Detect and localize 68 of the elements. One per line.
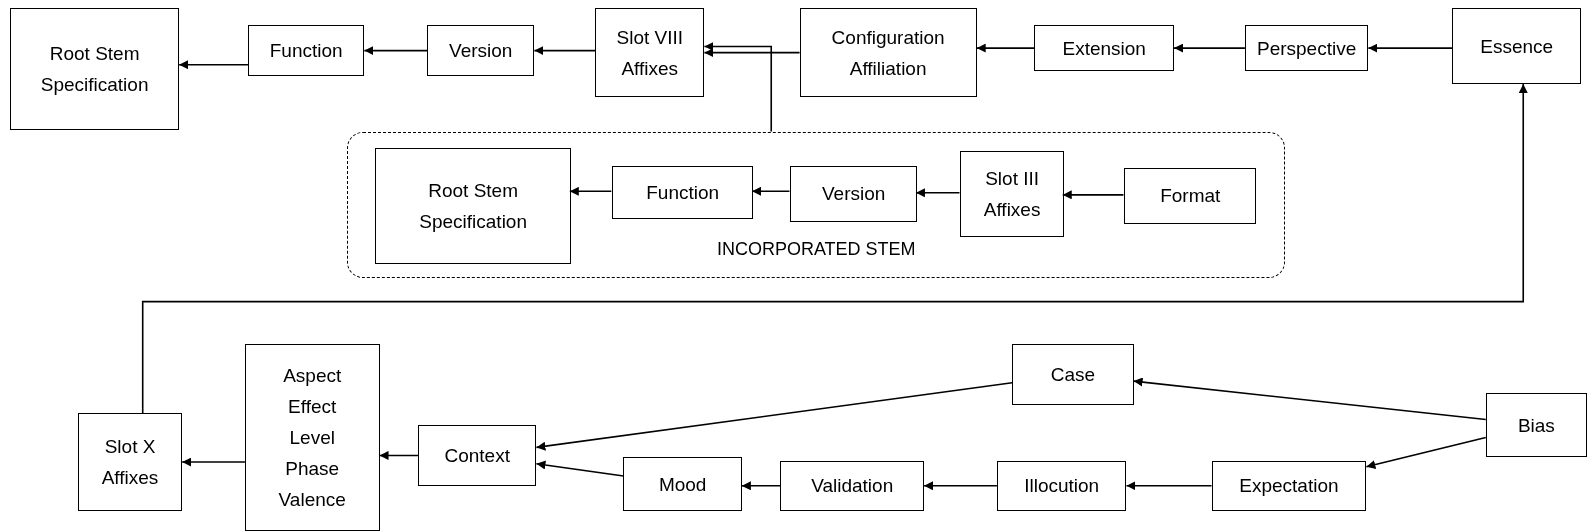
arrow xyxy=(569,186,613,196)
box-label: Context xyxy=(444,443,510,468)
box-label: Validation xyxy=(811,474,894,499)
arrow xyxy=(1365,436,1487,470)
box-label: Function xyxy=(269,39,343,64)
box-label: Extension xyxy=(1062,36,1146,61)
arrow xyxy=(923,481,998,491)
process-box xyxy=(960,150,1064,237)
arrow xyxy=(741,481,782,491)
process-box xyxy=(1485,392,1587,458)
box-label: Root Stem Specification xyxy=(40,41,149,97)
arrow xyxy=(363,46,428,56)
process-box xyxy=(780,460,925,512)
process-box xyxy=(1124,168,1256,224)
process-box xyxy=(1244,25,1369,71)
arrow xyxy=(1125,481,1213,491)
arrow xyxy=(533,46,596,56)
box-label: Slot VIII Affixes xyxy=(615,25,685,81)
box-label: Configuration Affiliation xyxy=(830,25,946,81)
box-label: Aspect Effect Level Phase Valence xyxy=(278,364,346,513)
arrow xyxy=(1061,190,1125,200)
arrow xyxy=(975,43,1036,53)
dashed-group-box xyxy=(347,131,1286,279)
box-label: Essence xyxy=(1480,34,1554,59)
process-box xyxy=(77,412,183,512)
box-label: Illocution xyxy=(1024,474,1100,499)
process-box xyxy=(1211,460,1367,512)
process-box xyxy=(1034,25,1175,71)
box-label: Function xyxy=(646,180,720,205)
box-label: Mood xyxy=(658,472,707,497)
box-label: Perspective xyxy=(1257,36,1357,61)
arrow xyxy=(915,188,961,198)
arrow xyxy=(1173,43,1246,53)
process-box xyxy=(244,344,380,532)
process-box xyxy=(1012,344,1134,405)
process-box xyxy=(996,460,1127,512)
arrow xyxy=(181,457,246,467)
process-box xyxy=(799,8,977,98)
process-box xyxy=(418,425,537,486)
box-label: Expectation xyxy=(1239,474,1339,499)
arrow xyxy=(1132,377,1487,421)
box-label: Format xyxy=(1160,184,1221,209)
process-box xyxy=(247,25,365,76)
box-label: Version xyxy=(822,182,886,207)
box-label: Bias xyxy=(1517,413,1555,438)
box-label: Slot III Affixes xyxy=(982,166,1042,222)
group-label: INCORPORATED STEM xyxy=(716,238,916,262)
process-box xyxy=(790,165,917,222)
process-box xyxy=(10,8,180,130)
arrow xyxy=(178,60,249,70)
process-box xyxy=(375,147,571,265)
box-label: Version xyxy=(449,39,513,64)
box-label: Slot X Affixes xyxy=(100,435,160,490)
arrow xyxy=(1367,43,1454,53)
process-box xyxy=(427,25,535,76)
process-box xyxy=(612,165,753,219)
box-label: Root Stem Specification xyxy=(419,178,527,234)
arrow xyxy=(751,186,791,196)
arrow xyxy=(535,460,625,477)
arrow xyxy=(703,42,773,133)
process-box xyxy=(623,457,742,512)
arrow xyxy=(141,83,1528,414)
process-box xyxy=(1452,8,1581,84)
arrow xyxy=(378,450,419,460)
box-label: Case xyxy=(1050,362,1095,387)
process-box xyxy=(595,8,705,98)
arrow xyxy=(703,48,801,58)
arrow xyxy=(535,381,1013,451)
